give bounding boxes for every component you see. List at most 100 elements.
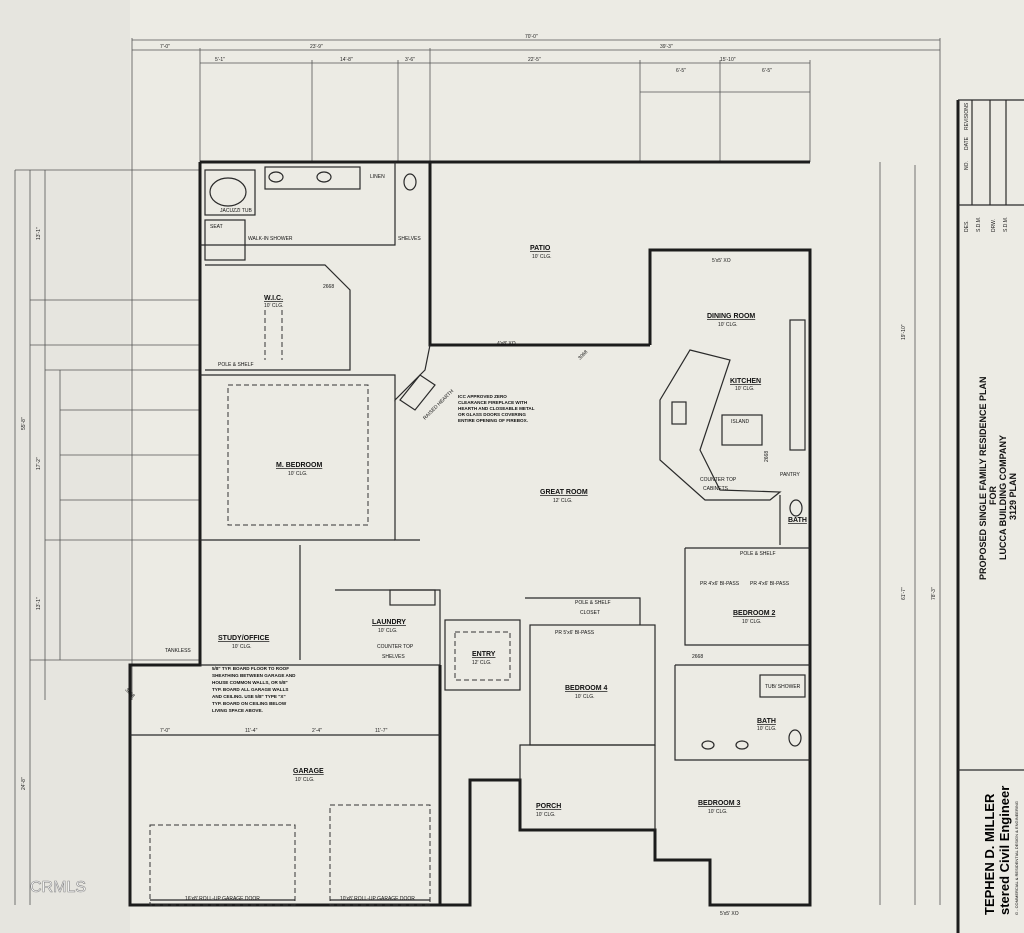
plan-number: 3129 PLAN xyxy=(1008,473,1018,520)
pole-shelf-label: POLE & SHELF xyxy=(575,600,611,606)
island-label: ISLAND xyxy=(731,419,749,425)
toilet xyxy=(403,173,417,191)
dim-right: 78'-3" xyxy=(931,587,937,600)
fixtures xyxy=(149,166,806,906)
note-line: ENTIRE OPENING OF FIREBOX. xyxy=(458,418,528,423)
cabinets-label: CABINETS xyxy=(703,486,729,492)
closet-label: CLOSET xyxy=(580,610,600,616)
bipass-label: PR 4'x6' BI-PASS xyxy=(750,581,790,587)
title-field: DATE xyxy=(964,136,970,150)
ceiling-label: 10' CLG. xyxy=(742,619,762,625)
dim-left: 55'-8" xyxy=(21,417,27,430)
dim-right: 61'-7" xyxy=(901,587,907,600)
counter-top-label: COUNTER TOP xyxy=(700,477,737,483)
title-field: DRW. xyxy=(991,219,997,232)
note-line: AND CEILING. USE 5/8" TYPE "X" xyxy=(212,694,286,699)
ceiling-label: 10' CLG. xyxy=(288,471,308,477)
watermark: CRMLS xyxy=(30,879,86,896)
garage-door-swing-1 xyxy=(149,824,296,906)
kitchen-cabinets xyxy=(789,319,806,451)
title-field: S.D.M. xyxy=(1003,217,1009,232)
ceiling-label: 10' CLG. xyxy=(532,254,552,260)
pole-shelf-label: POLE & SHELF xyxy=(218,362,254,368)
ceiling-label: 10' CLG. xyxy=(536,812,556,818)
tray-ceiling xyxy=(227,384,369,526)
room-dining: DINING ROOM xyxy=(707,313,755,320)
note-line: HOUSE COMMON WALLS, OR 5/8" xyxy=(212,680,288,685)
left-dimensions xyxy=(14,169,200,905)
ceiling-label: 10' CLG. xyxy=(735,386,755,392)
room-master-bedroom: M. BEDROOM xyxy=(276,462,322,469)
window-label: 5'x5' XO xyxy=(712,258,731,264)
fireplace-note: ICC APPROVED ZERO CLEARANCE FIREPLACE WI… xyxy=(458,394,535,423)
ceiling-label: 10' CLG. xyxy=(264,303,284,309)
ceiling-label: 10' CLG. xyxy=(232,644,252,650)
dim-left: 17'-2" xyxy=(36,457,42,470)
note-line: OR GLASS DOORS COVERING xyxy=(458,412,526,417)
room-study: STUDY/OFFICE xyxy=(218,635,270,642)
dim-top2: 6'-5" xyxy=(676,68,686,74)
engineer-services: G - COMMERCIAL & RESIDENTIAL DESIGN & EN… xyxy=(1014,801,1019,915)
dim-right: 19'-10" xyxy=(901,324,907,340)
garage-door-label: 16'x8' ROLL-UP GARAGE DOOR xyxy=(185,896,260,902)
paper-shadow xyxy=(0,0,130,933)
interior-walls xyxy=(130,162,810,830)
ceiling-label: 12' CLG. xyxy=(472,660,492,666)
engineer-title: stered Civil Engineer xyxy=(997,786,1012,915)
door-label: 2668 xyxy=(692,654,703,660)
room-great-room: GREAT ROOM xyxy=(540,489,588,496)
room-porch: PORCH xyxy=(536,803,561,810)
note-line: ICC APPROVED ZERO xyxy=(458,394,507,399)
vanity xyxy=(264,166,361,190)
room-bedroom-4: BEDROOM 4 xyxy=(565,685,608,692)
note-line: CLEARANCE FIREPLACE WITH xyxy=(458,400,528,405)
tub-shower-label: TUB/ SHOWER xyxy=(765,684,801,690)
dim-top2: 14'-8" xyxy=(340,57,353,63)
room-wic: W.I.C. xyxy=(264,295,283,302)
garage-note: 5/8" TYP. BOARD FLOOR TO ROOF SHEATHING … xyxy=(212,666,296,713)
dim-garage: 11'-7" xyxy=(375,728,388,734)
engineer-name: TEPHEN D. MILLER xyxy=(982,793,997,915)
bipass-label: PR 5'x6' BI-PASS xyxy=(555,630,595,636)
dim-top: 7'-0" xyxy=(160,44,170,50)
plan-for: FOR xyxy=(988,486,998,505)
note-line: TYP. BOARD ALL GARAGE WALLS xyxy=(212,687,288,692)
shelves-label: SHELVES xyxy=(398,236,421,242)
shower xyxy=(204,219,246,261)
ceiling-label: 10' CLG. xyxy=(757,726,777,732)
note-line: HEARTH AND CLOSEABLE METAL xyxy=(458,406,535,411)
shelves-label: SHELVES xyxy=(382,654,405,660)
ceiling-label: 10' CLG. xyxy=(718,322,738,328)
room-garage: GARAGE xyxy=(293,768,324,775)
garage-door-label: 10'x8' ROLL-UP GARAGE DOOR xyxy=(340,896,415,902)
linen-label: LINEN xyxy=(370,174,385,180)
note-line: 5/8" TYP. BOARD FLOOR TO ROOF xyxy=(212,666,289,671)
plan-client: LUCCA BUILDING COMPANY xyxy=(998,435,1008,560)
dim-top2: 6'-5" xyxy=(762,68,772,74)
laundry-machines xyxy=(389,589,436,606)
window-label: 5'x5' XO xyxy=(720,911,739,917)
jacuzzi-label: JACUZZI TUB xyxy=(220,208,253,214)
ceiling-label: 10' CLG. xyxy=(295,777,315,783)
dim-garage: 7'-0" xyxy=(160,728,170,734)
seat-label: SEAT xyxy=(210,224,223,230)
tankless-label: TANKLESS xyxy=(165,648,191,654)
pantry-label: PANTRY xyxy=(780,472,800,478)
kitchen-counter xyxy=(659,349,782,501)
bipass-label: PR 4'x6' BI-PASS xyxy=(700,581,740,587)
ceiling-label: 10' CLG. xyxy=(708,809,728,815)
pole-shelf-label: POLE & SHELF xyxy=(740,551,776,557)
title-field: NO. xyxy=(964,161,970,170)
plan-title: PROPOSED SINGLE FAMILY RESIDENCE PLAN xyxy=(978,376,988,580)
counter-top-label: COUNTER TOP xyxy=(377,644,414,650)
kitchen-island xyxy=(721,414,763,446)
dim-left: 24'-8" xyxy=(21,777,27,790)
ceiling-label: 10' CLG. xyxy=(378,628,398,634)
entry-ceiling xyxy=(454,631,511,681)
kitchen-sink xyxy=(671,401,687,425)
door-label: 2668 xyxy=(323,284,334,290)
room-entry: ENTRY xyxy=(472,651,496,658)
dim-top2: 15'-10" xyxy=(720,57,736,63)
room-patio: PATIO xyxy=(530,245,551,252)
